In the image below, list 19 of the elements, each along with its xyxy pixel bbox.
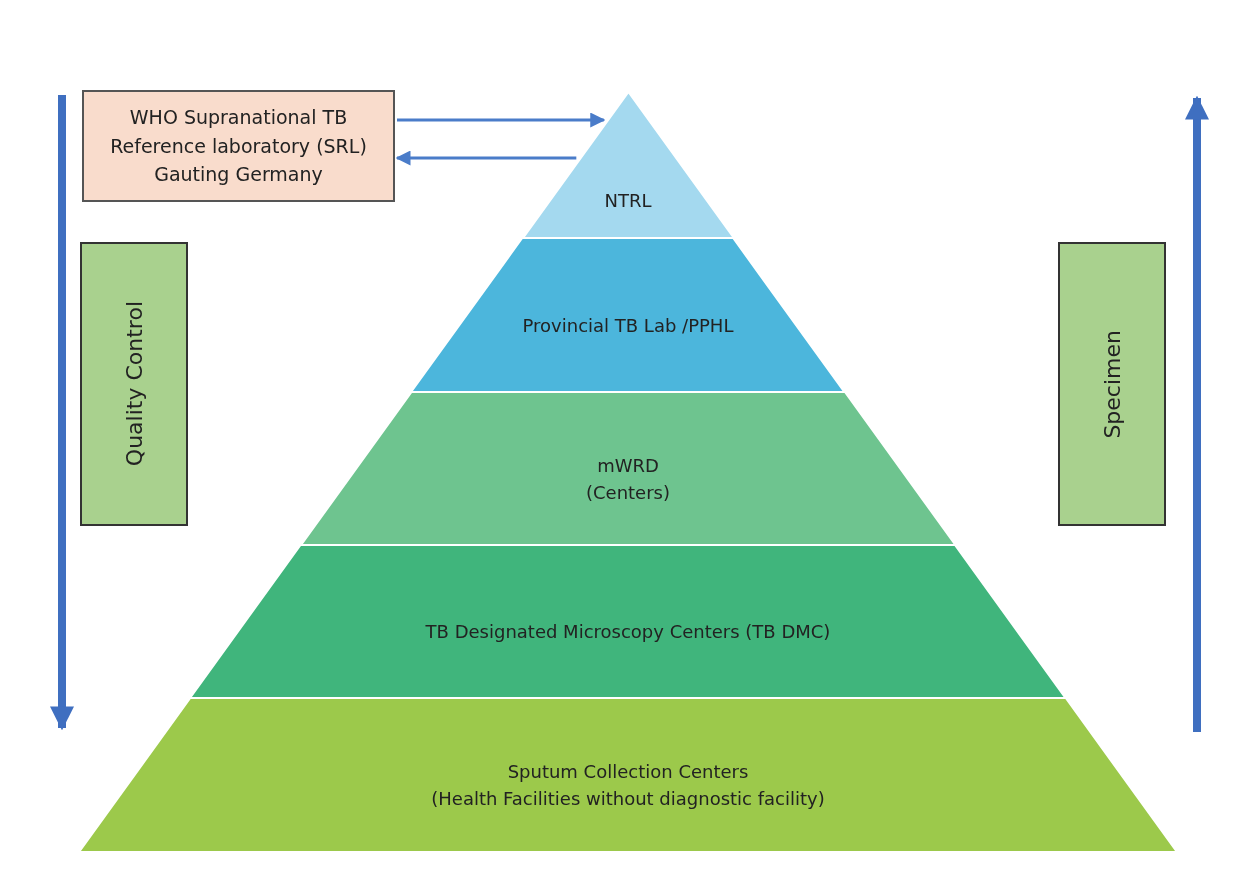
- lab-box: [82, 90, 395, 202]
- vertical-label: Quality Control: [120, 301, 148, 467]
- pyramid-tier: [190, 545, 1066, 698]
- pyramid-tier: [79, 698, 1177, 852]
- vertical-label: Specimen: [1098, 329, 1126, 439]
- label-box: [80, 242, 188, 526]
- label-box: [1058, 242, 1166, 526]
- tier-label: (Health Facilities without diagnostic facility): [431, 787, 825, 811]
- pyramid-tier: [300, 392, 956, 545]
- tier-label: TB Designated Microscopy Centers (TB DMC): [425, 620, 831, 644]
- tier-label: NTRL: [604, 188, 652, 213]
- arrow: [395, 150, 577, 166]
- tier-label: Sputum Collection Centers: [507, 760, 749, 784]
- box-label: WHO Supranational TB Reference laboratory (SRL) Gauting Germany: [109, 105, 368, 188]
- tier-label: mWRD: [597, 453, 659, 478]
- arrow: [397, 112, 606, 128]
- tier-label: (Centers): [586, 480, 670, 505]
- tier-label: Provincial TB Lab /PPHL: [522, 313, 734, 338]
- pyramid-tier: [411, 238, 845, 392]
